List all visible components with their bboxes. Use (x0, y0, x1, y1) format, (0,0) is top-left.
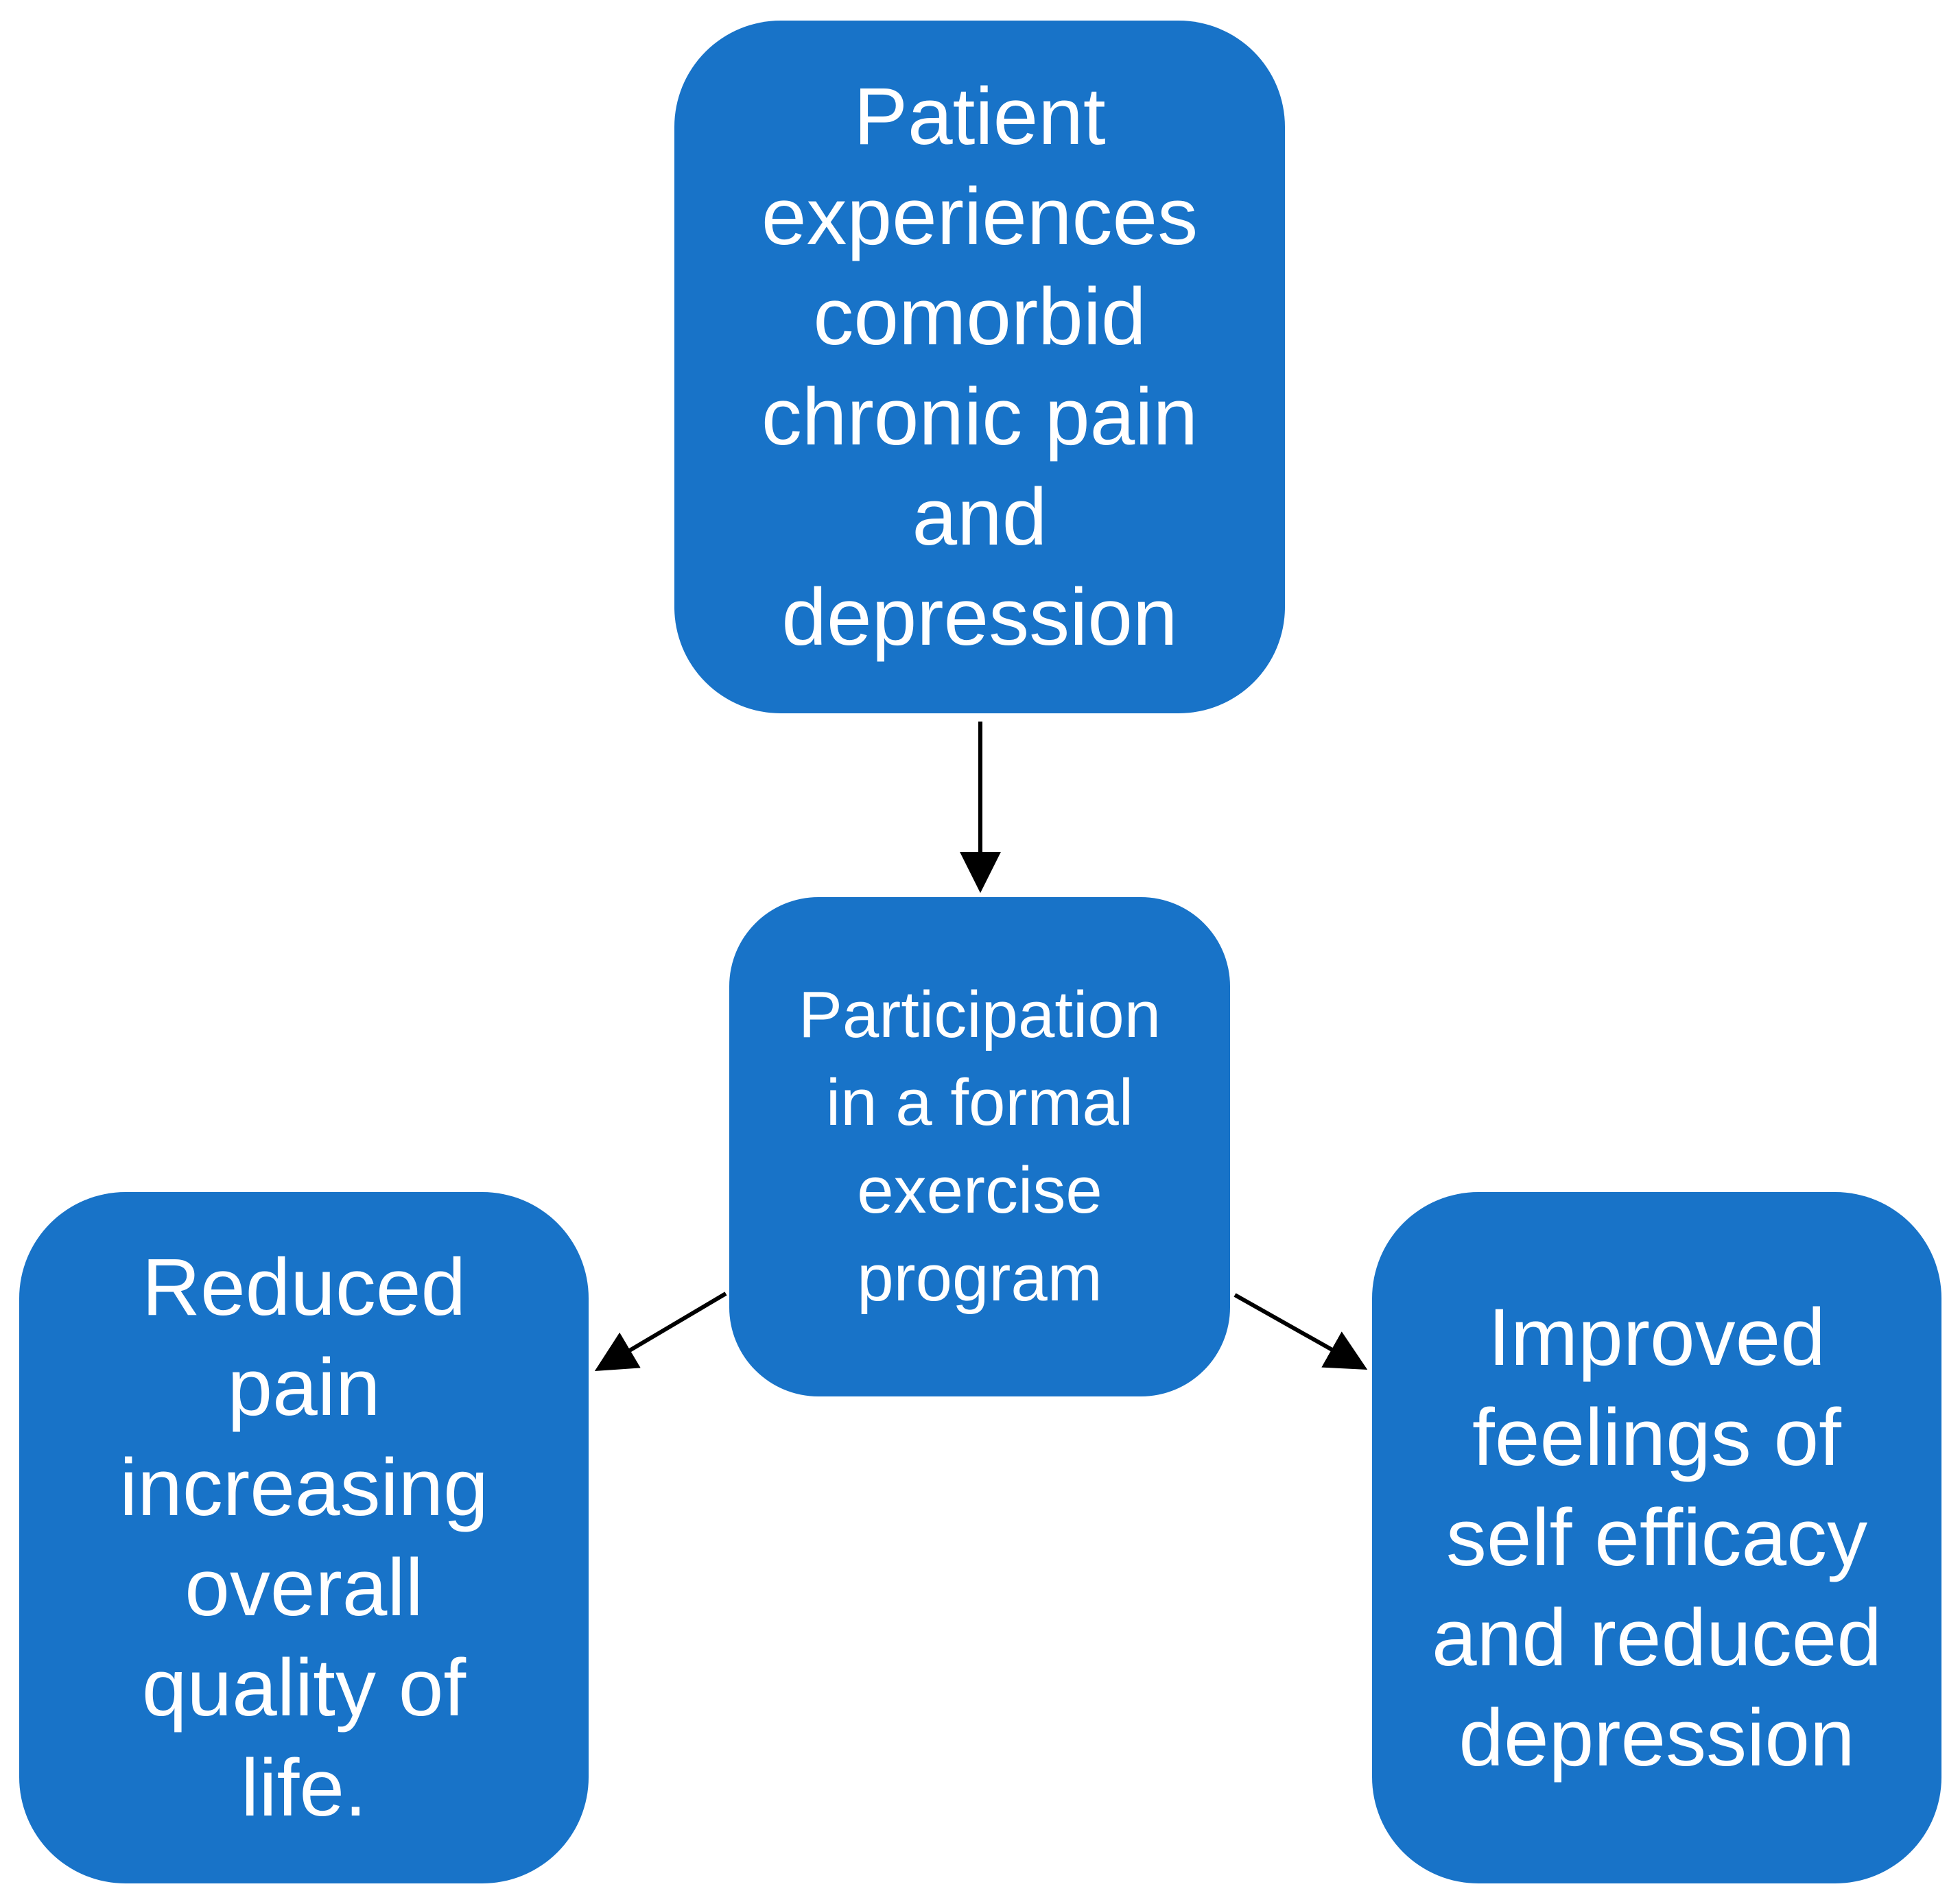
arrow-middle-to-right (1233, 1293, 1368, 1370)
node-comorbid-pain-depression: Patient experiences comorbid chronic pai… (674, 21, 1285, 713)
node-label: Participation in a formal exercise progr… (798, 978, 1161, 1315)
node-label: Reduced pain increasing overall quality … (119, 1242, 488, 1833)
arrow-middle-to-left (594, 1292, 727, 1372)
node-label: Patient experiences comorbid chronic pai… (761, 71, 1199, 663)
node-label: Improved feelings of self efficacy and r… (1431, 1292, 1882, 1783)
node-improved-self-efficacy: Improved feelings of self efficacy and r… (1372, 1192, 1941, 1883)
node-reduced-pain: Reduced pain increasing overall quality … (19, 1192, 589, 1883)
node-exercise-program: Participation in a formal exercise progr… (729, 897, 1230, 1396)
